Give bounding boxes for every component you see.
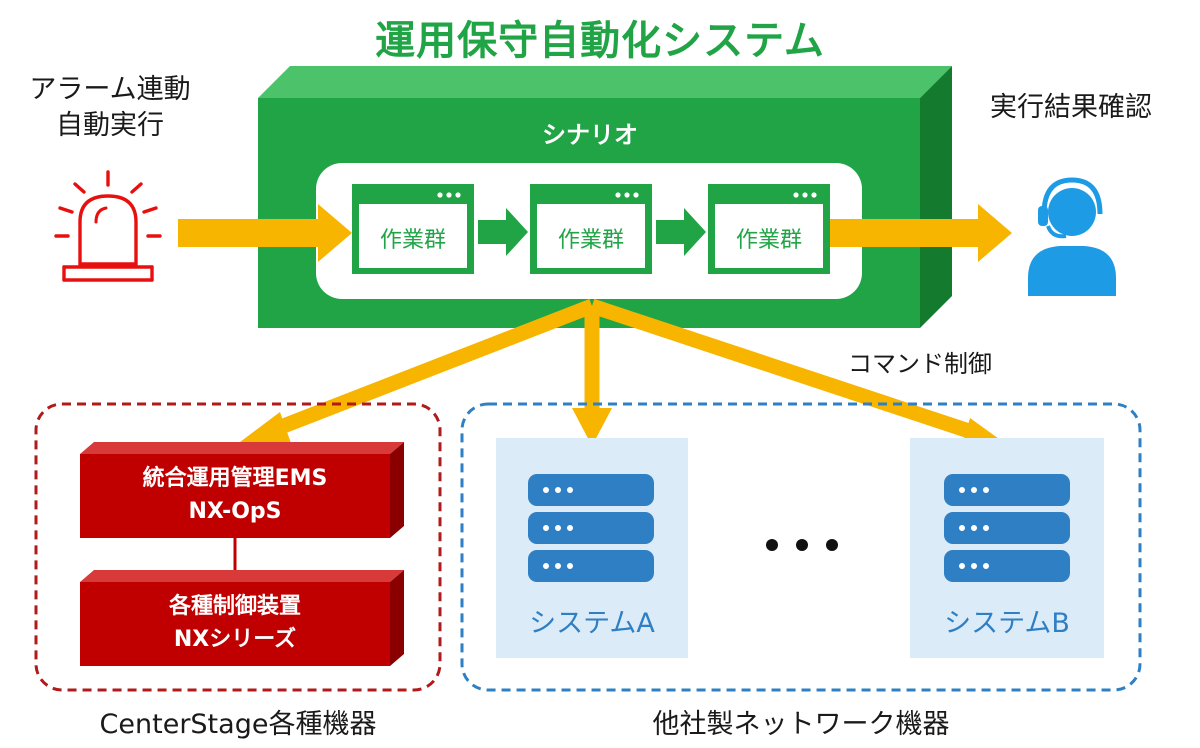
red-box1-text: 統合運用管理EMS NX-OpS	[80, 462, 390, 528]
system-b-label: システムB	[944, 608, 1070, 639]
nx-series-label: NXシリーズ	[173, 627, 297, 652]
scenario-title: シナリオ	[542, 121, 638, 149]
centerstage-group-border	[34, 402, 442, 692]
diagram-title: 運用保守自動化システム	[375, 18, 825, 64]
task-text-2: 作業群	[557, 228, 624, 253]
output-arrow	[830, 204, 1012, 262]
server-b-icon	[944, 474, 1070, 582]
red-box2-front	[80, 582, 390, 666]
control-device-label: 各種制御装置	[168, 594, 301, 619]
operator-icon	[1028, 177, 1116, 296]
alarm-label-line1: アラーム連動	[29, 74, 191, 105]
alarm-label: アラーム連動 自動実行	[20, 72, 200, 144]
arrowhead-left	[240, 412, 292, 446]
command-label: コマンド制御	[848, 350, 992, 378]
ellipsis-icon	[766, 539, 838, 551]
task-window-3	[708, 184, 830, 274]
system-b-label-wrap: システムB	[910, 438, 1104, 658]
task-label-3: 作業群	[715, 204, 823, 268]
scenario-box-side	[920, 66, 952, 328]
task-text-1: 作業群	[379, 228, 446, 253]
scenario-box-top	[258, 66, 952, 98]
alarm-icon	[54, 170, 162, 282]
red-box1-top	[80, 442, 404, 454]
system-a-label-wrap: システムA	[496, 438, 688, 658]
task-arrow-1	[478, 208, 528, 256]
other-group-border	[460, 402, 1142, 692]
red-box1-front	[80, 454, 390, 538]
alarm-label-line2: 自動実行	[56, 110, 164, 141]
input-arrow	[178, 204, 352, 262]
task-window-2	[530, 184, 652, 274]
arrowhead-center	[572, 408, 612, 446]
task-arrow-2	[656, 208, 706, 256]
red-box2-text: 各種制御装置 NXシリーズ	[80, 590, 390, 656]
task-text-3: 作業群	[735, 228, 802, 253]
nx-ops-label: NX-OpS	[188, 499, 282, 524]
server-a-icon	[528, 474, 654, 582]
system-a-label: システムA	[529, 608, 655, 639]
command-arrows	[265, 298, 981, 442]
other-caption: 他社製ネットワーク機器	[652, 709, 950, 740]
task-label-1: 作業群	[359, 204, 467, 268]
result-label: 実行結果確認	[990, 92, 1152, 123]
task-window-1	[352, 184, 474, 274]
ems-label: 統合運用管理EMS	[142, 466, 328, 491]
red-box2-top	[80, 570, 404, 582]
red-box1-side	[390, 442, 404, 538]
centerstage-caption: CenterStage各種機器	[99, 709, 377, 740]
task-label-2: 作業群	[537, 204, 645, 268]
red-box2-side	[390, 570, 404, 666]
